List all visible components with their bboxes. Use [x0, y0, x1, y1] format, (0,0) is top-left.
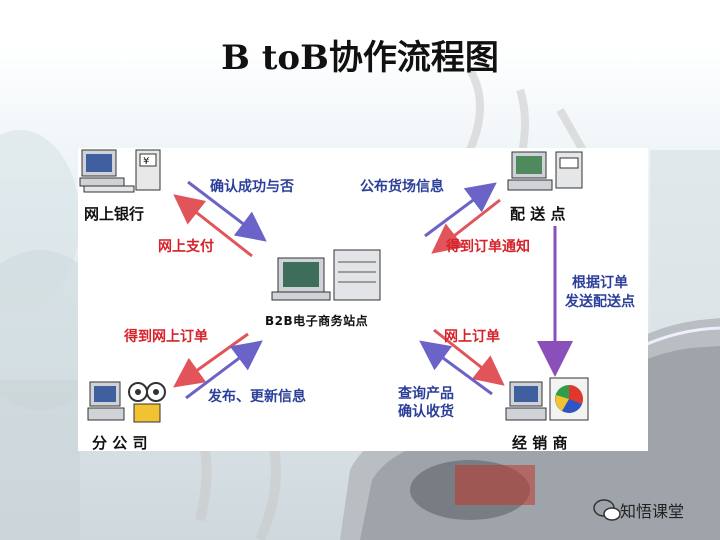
flow-label-deliver-by-order-1: 根据订单 [572, 272, 628, 292]
delivery-computer-icon [508, 152, 582, 190]
bank-computer-icon [80, 150, 134, 192]
flow-label-publish-update-info: 发布、更新信息 [208, 386, 306, 406]
flow-label-get-online-order: 得到网上订单 [124, 326, 208, 346]
node-label-b2b-center: B2B电子商务站点 [265, 312, 368, 329]
branch-robot-icon [129, 383, 165, 422]
flow-label-query-products-1: 查询产品 [398, 383, 454, 403]
node-label-dealer: 经 销 商 [512, 432, 567, 453]
flow-label-online-payment: 网上支付 [158, 236, 214, 256]
watermark-label: 知悟课堂 [620, 498, 684, 522]
b2b-server-icon [272, 250, 380, 300]
node-label-branch: 分 公 司 [92, 432, 147, 453]
svg-text:¥: ¥ [143, 156, 149, 167]
flow-label-online-order: 网上订单 [444, 326, 500, 346]
flow-label-receive-order-notice: 得到订单通知 [446, 236, 530, 256]
node-label-bank: 网上银行 [84, 203, 144, 224]
flow-label-confirm-success: 确认成功与否 [210, 176, 294, 196]
branch-computer-icon [88, 382, 124, 420]
chat-bubble-icon [594, 500, 620, 520]
pie-chart-icon [550, 378, 588, 420]
dealer-computer-icon [506, 382, 546, 420]
node-label-delivery: 配 送 点 [510, 203, 565, 224]
atm-icon: ¥ [136, 150, 160, 190]
flow-label-query-products-2: 确认收货 [398, 401, 454, 421]
flow-label-publish-inventory: 公布货场信息 [360, 176, 444, 196]
flow-label-deliver-by-order-2: 发送配送点 [565, 291, 635, 311]
